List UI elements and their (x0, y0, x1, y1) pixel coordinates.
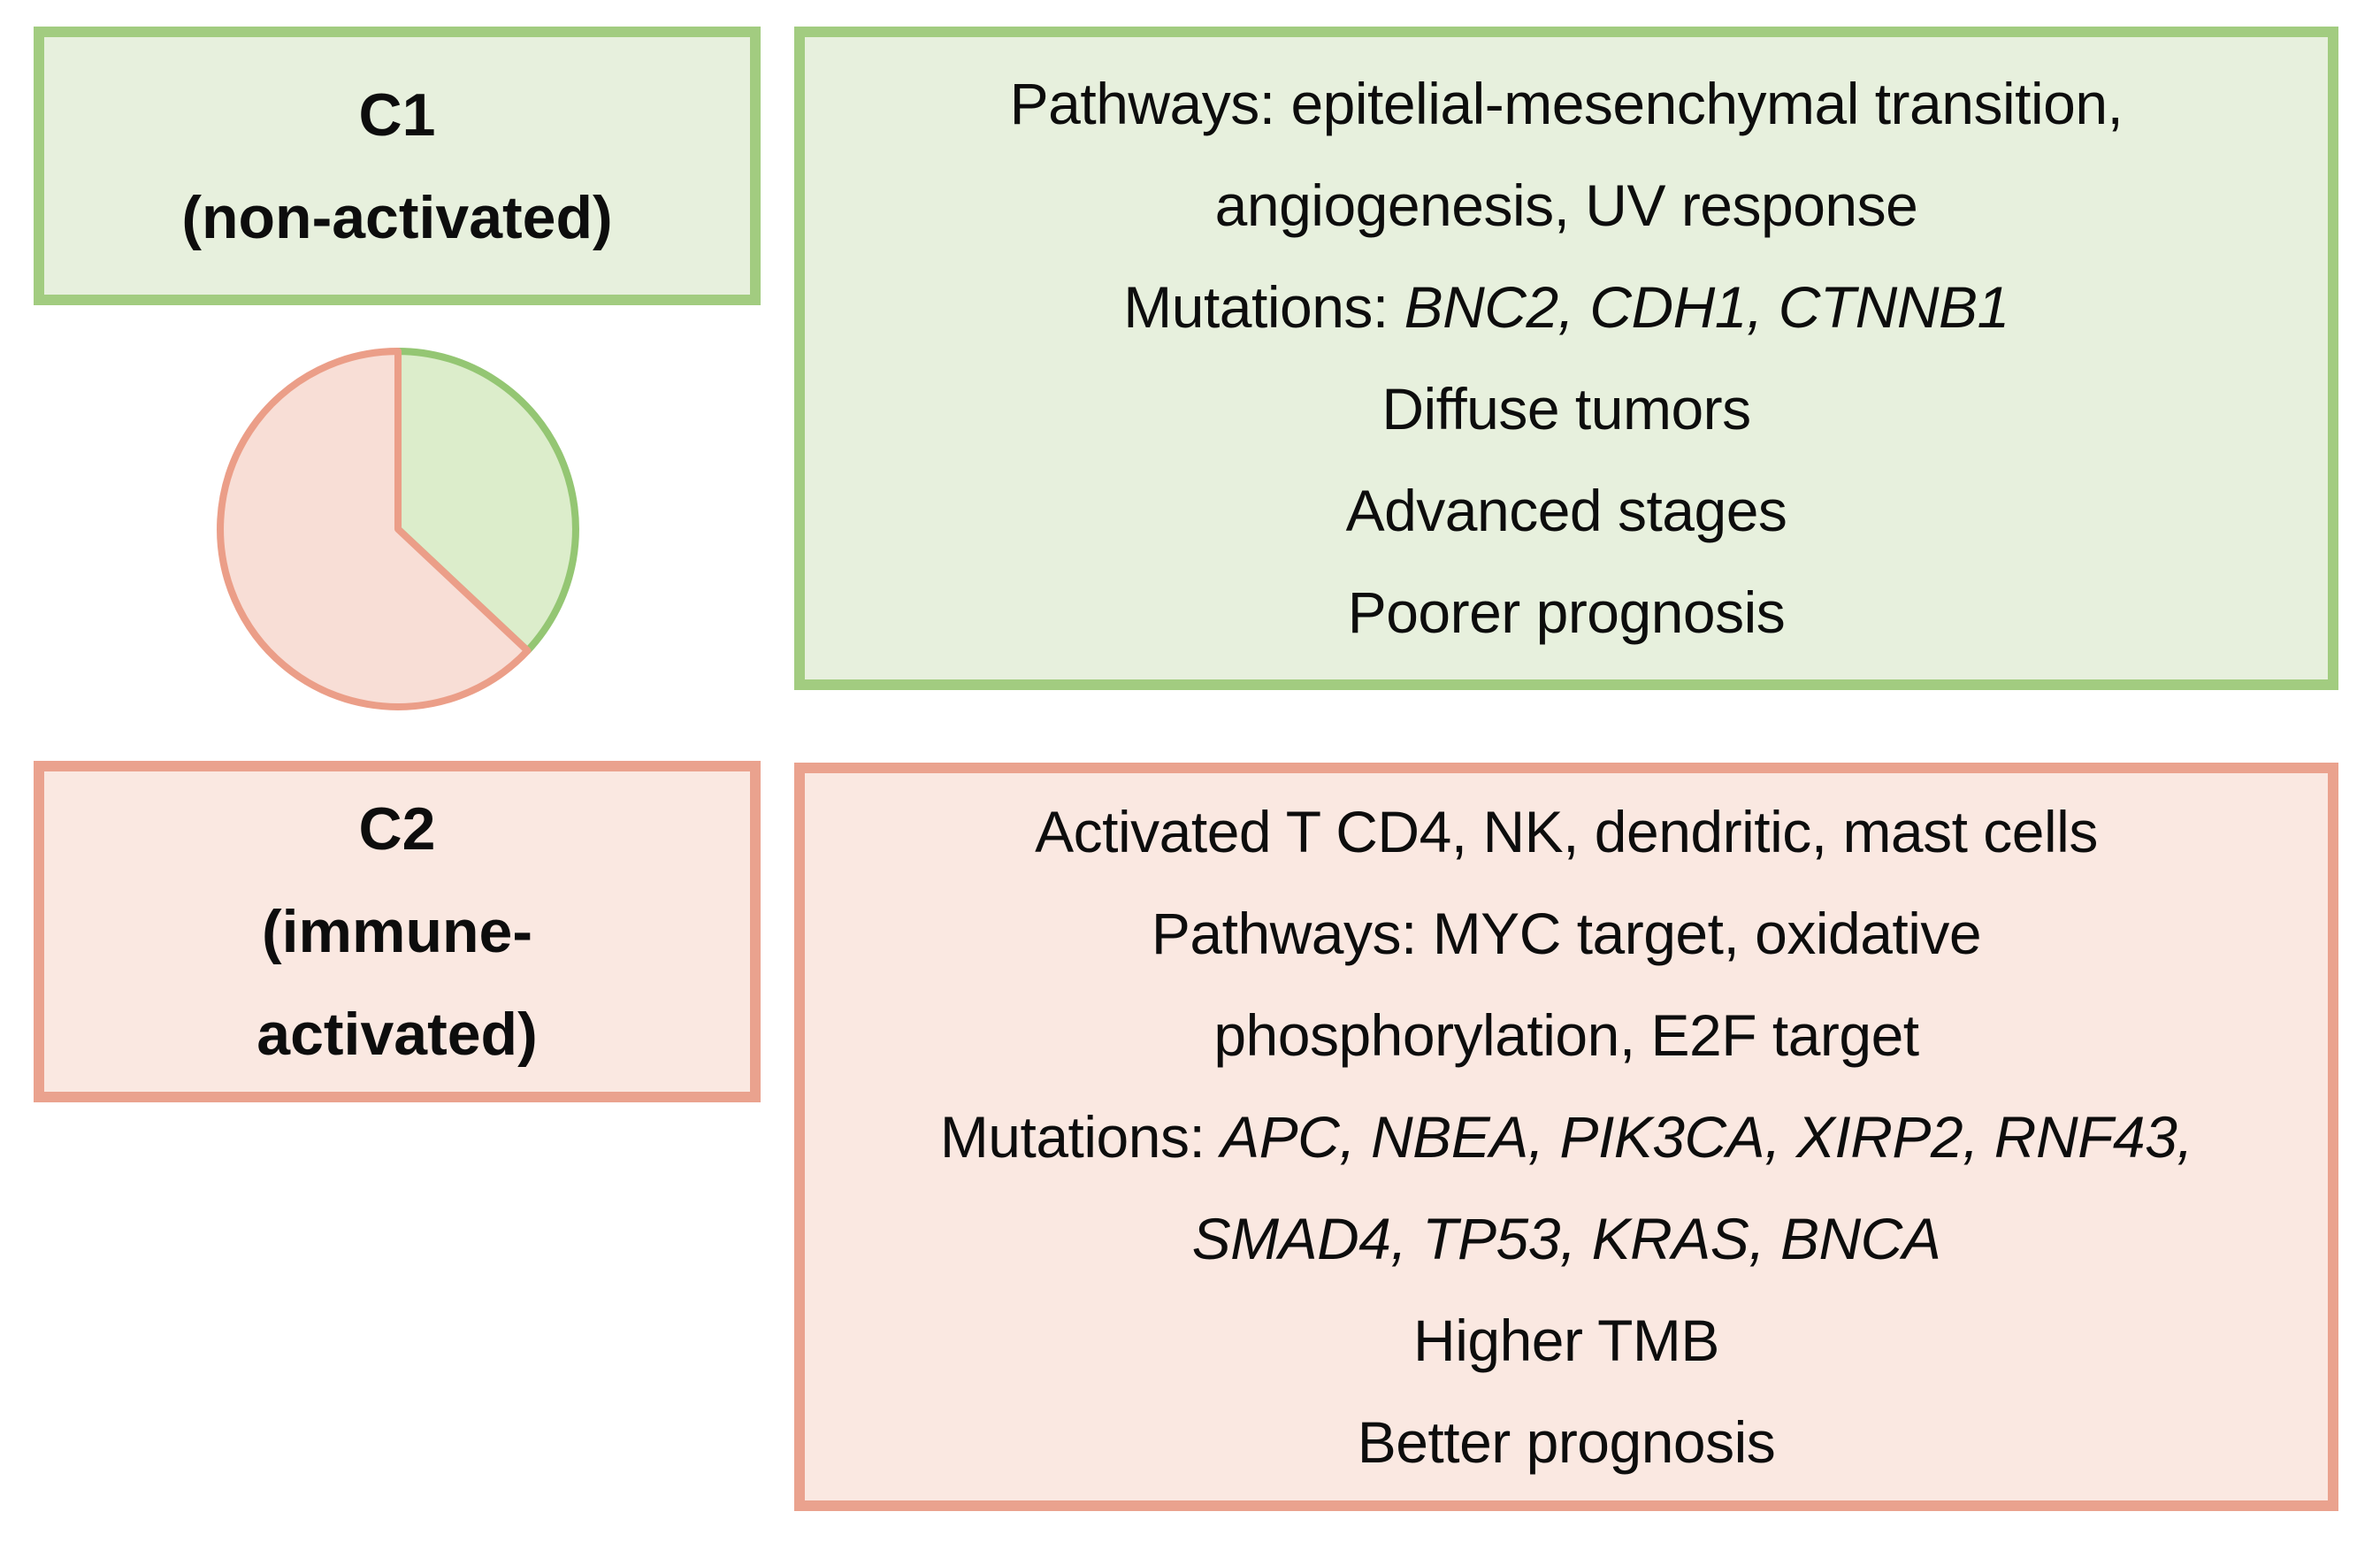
text-line: (non-activated) (181, 166, 612, 269)
text-segment: angiogenesis, UV response (1214, 173, 1918, 238)
text-line: Advanced stages (1346, 460, 1787, 562)
text-segment: Pathways: MYC target, oxidative (1151, 900, 1982, 966)
text-segment: Diffuse tumors (1381, 376, 1751, 441)
text-segment: APC, NBEA, PIK3CA, XIRP2, RNF43, (1221, 1103, 2193, 1170)
text-line: (immune- (262, 880, 532, 983)
text-line: Better prognosis (1358, 1392, 1776, 1493)
text-segment: (non-activated) (181, 183, 613, 251)
text-line: Pathways: epitelial-mesenchymal transiti… (1010, 53, 2124, 155)
text-segment: Pathways: epitelial-mesenchymal transiti… (1009, 71, 2124, 136)
c2-label-box: C2 (immune-activated) (34, 761, 761, 1102)
text-segment: SMAD4, TP53, KRAS, BNCA (1191, 1205, 1941, 1271)
pie-slice-c1 (394, 348, 579, 655)
text-line: Pathways: MYC target, oxidative (1151, 883, 1982, 985)
text-segment: Mutations: (939, 1103, 1221, 1170)
text-line: phosphorylation, E2F target (1213, 985, 1919, 1086)
text-line: Diffuse tumors (1381, 358, 1751, 460)
text-line: C2 (359, 778, 436, 880)
text-segment: activated) (256, 1001, 538, 1068)
text-line: SMAD4, TP53, KRAS, BNCA (1192, 1188, 1941, 1290)
text-line: angiogenesis, UV response (1215, 155, 1918, 257)
c1-label-box: C1 (non-activated) (34, 27, 761, 305)
text-segment: (immune- (262, 898, 532, 965)
text-segment: Higher TMB (1413, 1307, 1719, 1373)
text-segment: Better prognosis (1357, 1408, 1776, 1475)
text-line: Mutations: APC, NBEA, PIK3CA, XIRP2, RNF… (940, 1086, 2193, 1188)
text-segment: phosphorylation, E2F target (1213, 1001, 1919, 1068)
text-line: activated) (256, 983, 537, 1086)
text-segment: Advanced stages (1345, 478, 1787, 543)
text-line: Activated T CD4, NK, dendritic, mast cel… (1035, 781, 2098, 883)
text-line: C1 (359, 64, 436, 166)
text-segment: Mutations: (1123, 274, 1404, 340)
text-line: Poorer prognosis (1348, 562, 1786, 664)
text-line: Higher TMB (1413, 1290, 1719, 1392)
cluster-proportion-pie-chart (217, 348, 579, 710)
text-segment: Poorer prognosis (1347, 579, 1786, 645)
text-segment: C1 (358, 81, 436, 149)
c2-info-box: Activated T CD4, NK, dendritic, mast cel… (794, 763, 2338, 1511)
pie-slice-c2 (217, 348, 532, 710)
text-segment: Activated T CD4, NK, dendritic, mast cel… (1035, 798, 2098, 864)
text-line: Mutations: BNC2, CDH1, CTNNB1 (1123, 257, 2009, 358)
text-segment: C2 (358, 795, 436, 863)
text-segment: BNC2, CDH1, CTNNB1 (1404, 274, 2010, 340)
c1-info-box: Pathways: epitelial-mesenchymal transiti… (794, 27, 2338, 690)
